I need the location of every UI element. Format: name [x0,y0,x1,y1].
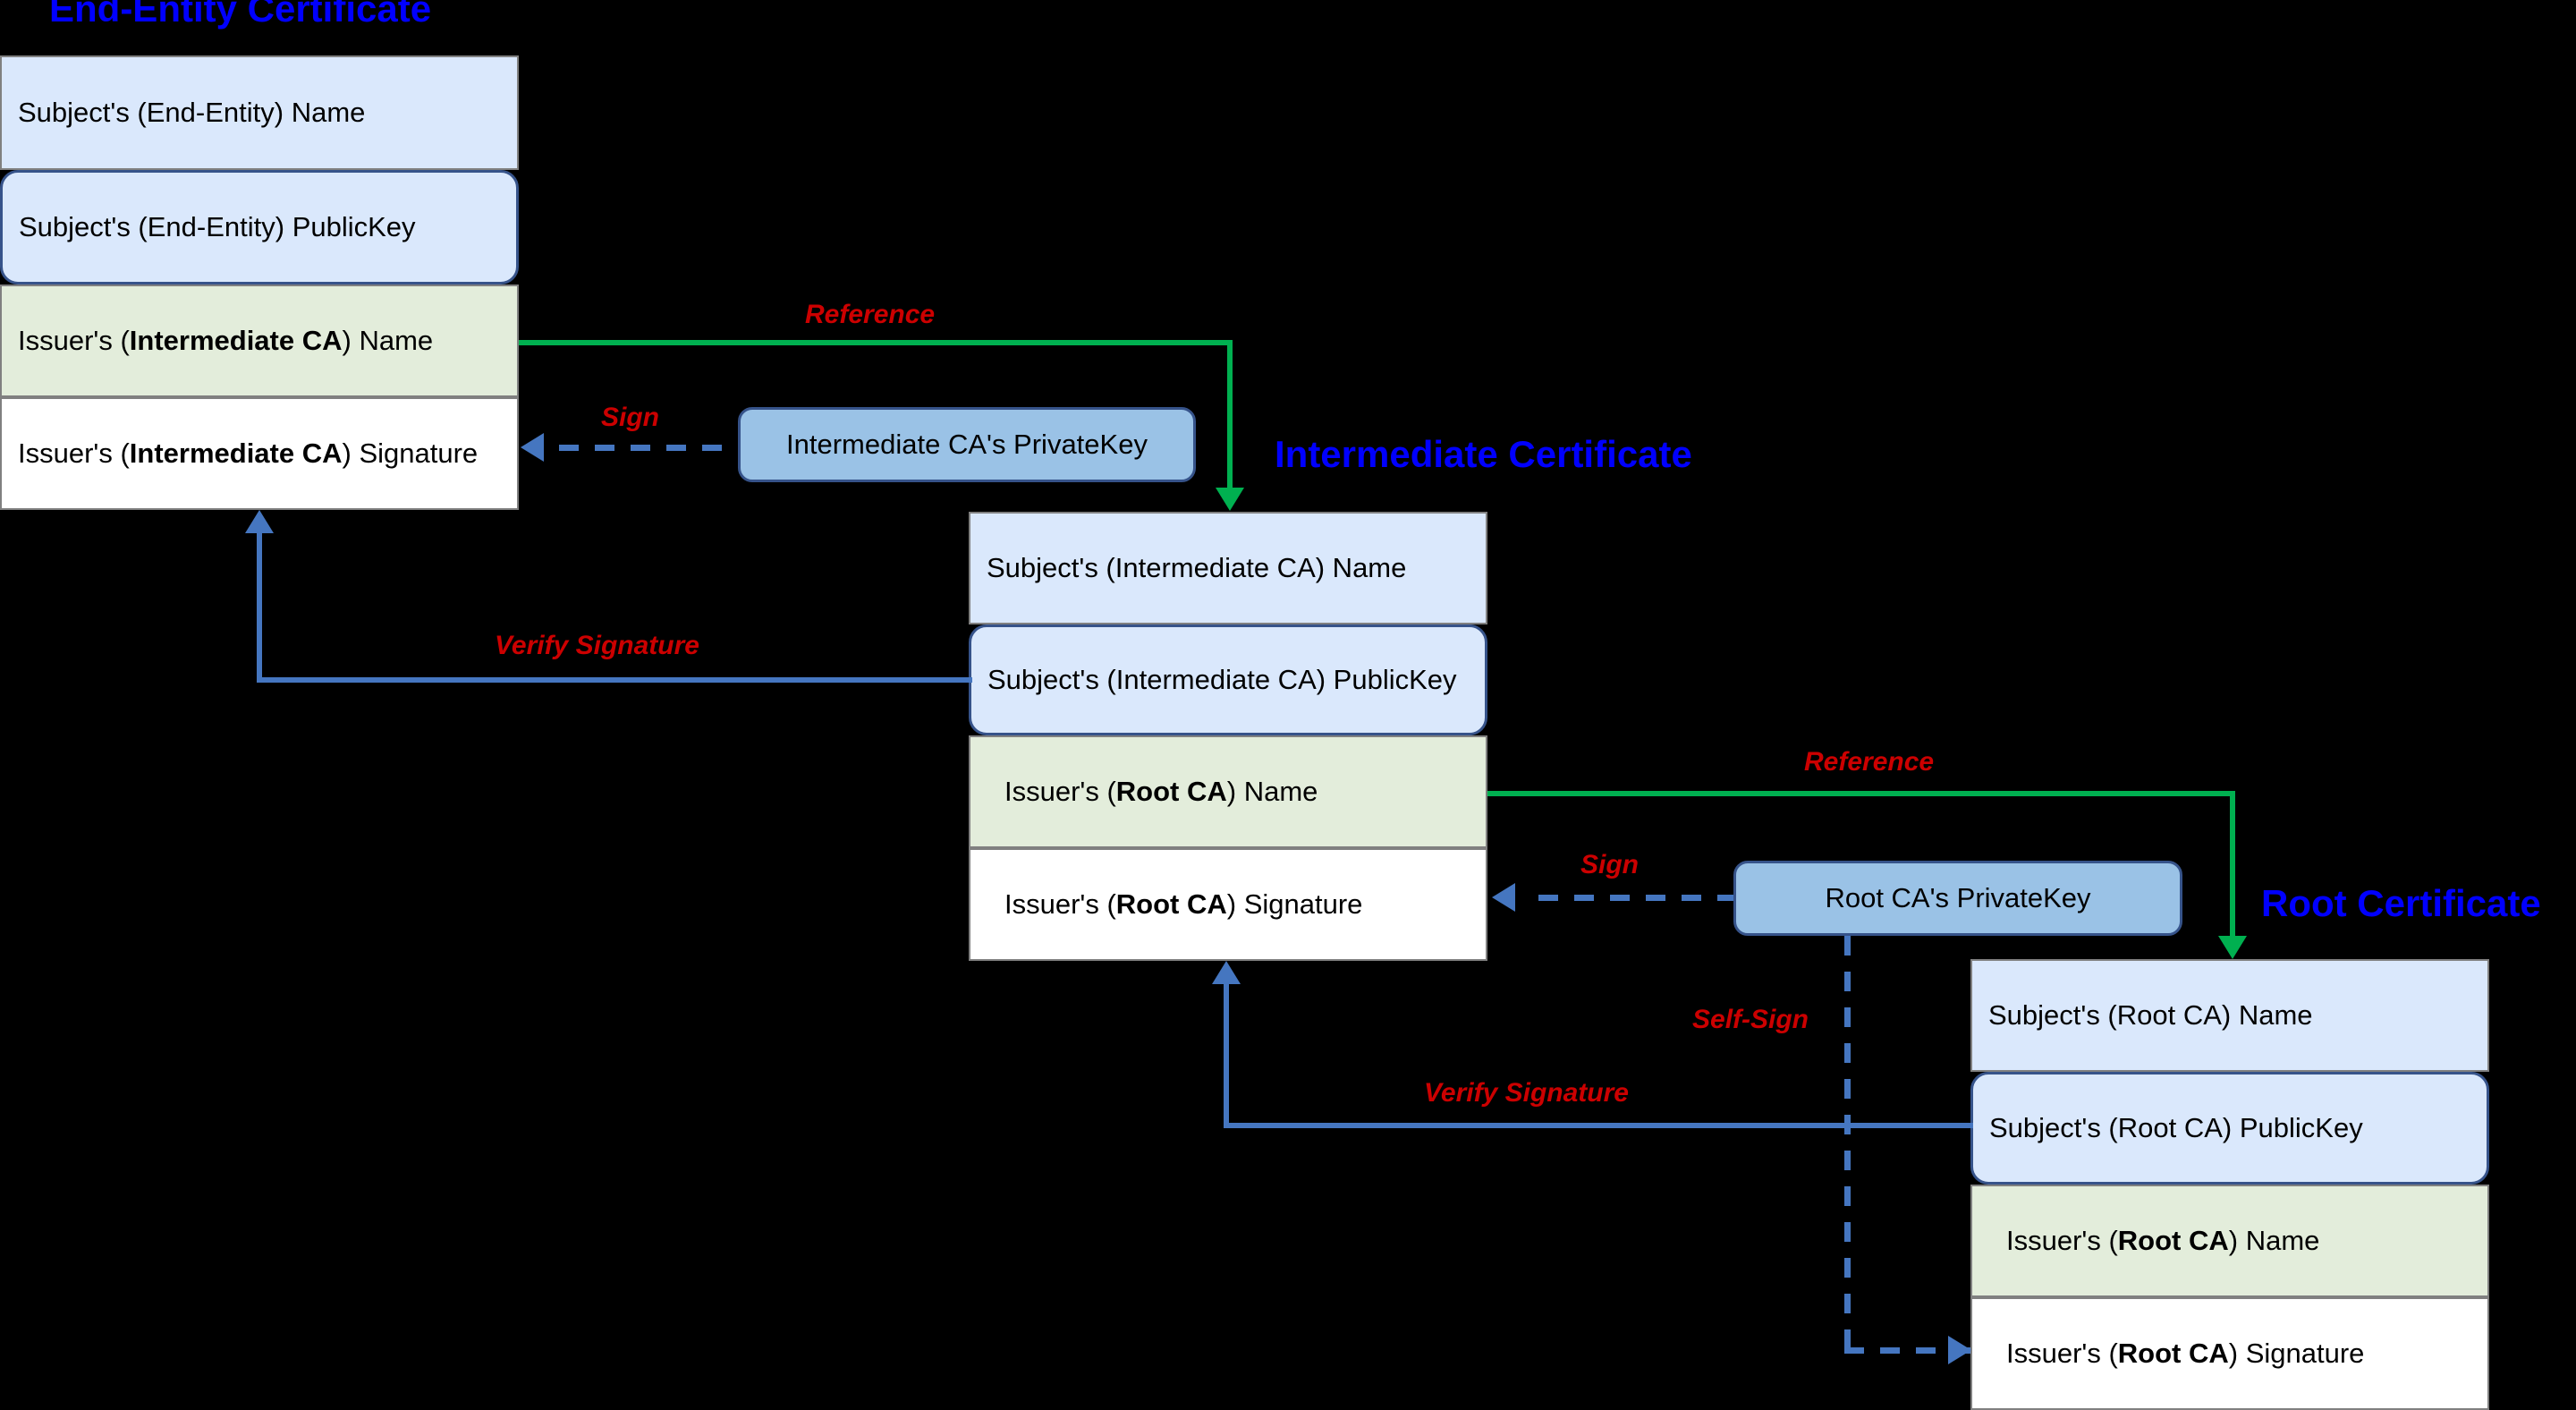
self-sign-horizontal-dashed-line [1844,1347,1970,1354]
reference-root-label: Reference [1804,747,1935,777]
row-label: Issuer's (Root CA) Signature [1004,888,1363,920]
root-subject-publickey-row: Subject's (Root CA) PublicKey [1970,1072,2489,1185]
verify-intermediate-horizontal-line [257,677,972,683]
intermediate-privatekey-box: Intermediate CA's PrivateKey [738,407,1196,482]
verify-intermediate-vertical-line [257,533,262,681]
row-label: Issuer's (Intermediate CA) Name [18,325,434,356]
sign-intermediate-dashed-line [559,445,738,451]
reference-intermediate-arrowhead [1216,488,1244,511]
verify-root-arrowhead [1212,961,1241,984]
end-entity-certificate-title: End-Entity Certificate [49,0,432,30]
intermediate-subject-name-row: Subject's (Intermediate CA) Name [969,512,1487,624]
self-sign-label: Self-Sign [1692,1005,1809,1034]
intermediate-issuer-signature-row: Issuer's (Root CA) Signature [969,848,1487,961]
reference-root-arrowhead [2218,936,2247,959]
row-label: Issuer's (Root CA) Name [2006,1225,2320,1256]
sign-root-label: Sign [1580,850,1639,879]
intermediate-certificate-title: Intermediate Certificate [1275,433,1692,475]
row-label: Subject's (End-Entity) Name [18,97,366,128]
row-label: Subject's (Root CA) PublicKey [1989,1112,2363,1143]
end-entity-issuer-name-row: Issuer's (Intermediate CA) Name [0,285,519,397]
verify-root-horizontal-line [1224,1123,1973,1128]
intermediate-subject-publickey-row: Subject's (Intermediate CA) PublicKey [969,624,1487,735]
reference-root-horizontal-line [1487,791,2235,796]
root-privatekey-box: Root CA's PrivateKey [1733,861,2182,936]
row-label: Issuer's (Root CA) Signature [2006,1338,2365,1369]
verify-intermediate-arrowhead [245,510,274,533]
sign-root-arrowhead [1492,883,1515,912]
intermediate-certificate-card: Subject's (Intermediate CA) Name Subject… [969,512,1487,961]
row-label: Subject's (Intermediate CA) Name [987,552,1407,583]
self-sign-vertical-dashed-line [1844,936,1851,1351]
end-entity-issuer-signature-row: Issuer's (Intermediate CA) Signature [0,397,519,510]
root-certificate-title: Root Certificate [2261,882,2541,924]
root-issuer-signature-row: Issuer's (Root CA) Signature [1970,1297,2489,1410]
self-sign-arrowhead [1948,1336,1971,1364]
root-subject-name-row: Subject's (Root CA) Name [1970,959,2489,1072]
root-issuer-name-row: Issuer's (Root CA) Name [1970,1185,2489,1297]
row-label: Issuer's (Root CA) Name [1004,776,1318,807]
sign-intermediate-arrowhead [521,433,544,462]
verify-intermediate-label: Verify Signature [495,631,699,660]
sign-intermediate-label: Sign [601,403,659,432]
row-label: Subject's (Root CA) Name [1988,999,2313,1031]
end-entity-subject-name-row: Subject's (End-Entity) Name [0,55,519,170]
intermediate-issuer-name-row: Issuer's (Root CA) Name [969,735,1487,848]
row-label: Subject's (End-Entity) PublicKey [19,211,416,242]
sign-root-dashed-line [1538,895,1733,901]
verify-root-vertical-line [1224,984,1229,1127]
reference-intermediate-vertical-line [1227,340,1233,488]
reference-root-vertical-line [2230,791,2235,936]
root-certificate-card: Subject's (Root CA) Name Subject's (Root… [1970,959,2489,1410]
privatekey-label: Root CA's PrivateKey [1825,882,2091,913]
end-entity-certificate-card: Subject's (End-Entity) Name Subject's (E… [0,55,519,510]
end-entity-subject-publickey-row: Subject's (End-Entity) PublicKey [0,170,519,285]
verify-root-label: Verify Signature [1424,1078,1629,1108]
reference-intermediate-label: Reference [805,300,936,329]
row-label: Issuer's (Intermediate CA) Signature [18,437,479,469]
row-label: Subject's (Intermediate CA) PublicKey [987,664,1457,695]
reference-intermediate-horizontal-line [519,340,1233,345]
privatekey-label: Intermediate CA's PrivateKey [786,429,1148,460]
